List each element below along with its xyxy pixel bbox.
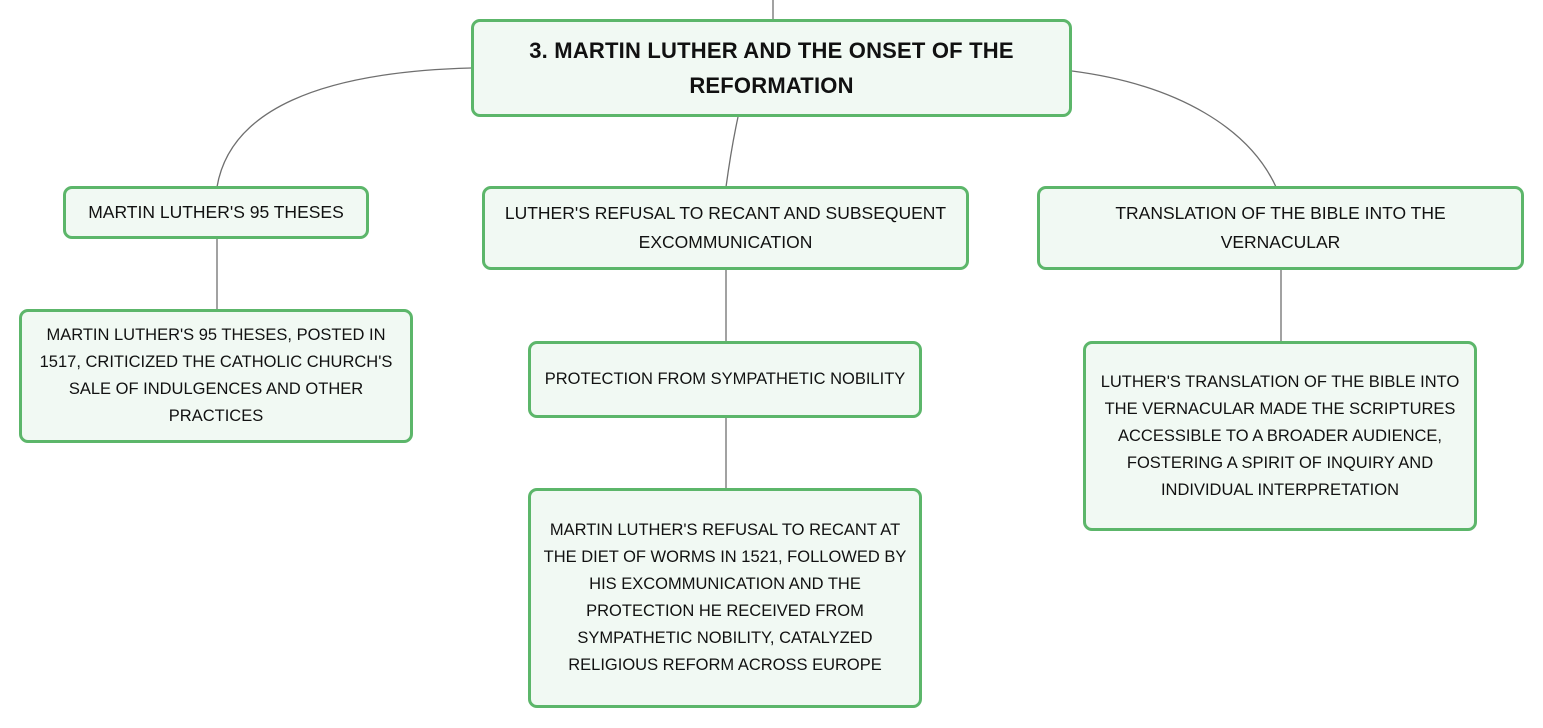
leaf-node-protection-nobility[interactable]: PROTECTION FROM SYMPATHETIC NOBILITY [528, 341, 922, 418]
branch-label-refusal-excommunication: LUTHER'S REFUSAL TO RECANT AND SUBSEQUEN… [504, 203, 947, 252]
leaf-node-diet-of-worms-detail[interactable]: MARTIN LUTHER'S REFUSAL TO RECANT AT THE… [528, 488, 922, 708]
leaf-node-95-theses-detail[interactable]: MARTIN LUTHER'S 95 THESES, POSTED IN 151… [19, 309, 413, 443]
connector-root-to-translation [1071, 70, 1277, 188]
connector-root-to-refusal [725, 116, 739, 188]
connector-root-to-theses [216, 67, 472, 188]
leaf-label-bible-translation-detail: LUTHER'S TRANSLATION OF THE BIBLE INTO T… [1100, 372, 1460, 499]
branch-label-95-theses: MARTIN LUTHER'S 95 THESES [88, 202, 344, 222]
leaf-label-95-theses-detail: MARTIN LUTHER'S 95 THESES, POSTED IN 151… [39, 326, 393, 425]
leaf-label-diet-of-worms-detail: MARTIN LUTHER'S REFUSAL TO RECANT AT THE… [543, 521, 907, 674]
root-topic-label: 3. MARTIN LUTHER AND THE ONSET OF THE RE… [529, 38, 1014, 98]
branch-node-95-theses[interactable]: MARTIN LUTHER'S 95 THESES [63, 186, 369, 239]
root-topic-node[interactable]: 3. MARTIN LUTHER AND THE ONSET OF THE RE… [471, 19, 1072, 117]
leaf-node-bible-translation-detail[interactable]: LUTHER'S TRANSLATION OF THE BIBLE INTO T… [1083, 341, 1477, 531]
branch-node-refusal-excommunication[interactable]: LUTHER'S REFUSAL TO RECANT AND SUBSEQUEN… [482, 186, 969, 270]
branch-node-bible-translation[interactable]: TRANSLATION OF THE BIBLE INTO THE VERNAC… [1037, 186, 1524, 270]
leaf-label-protection-nobility: PROTECTION FROM SYMPATHETIC NOBILITY [544, 370, 906, 388]
branch-label-bible-translation: TRANSLATION OF THE BIBLE INTO THE VERNAC… [1115, 203, 1446, 252]
